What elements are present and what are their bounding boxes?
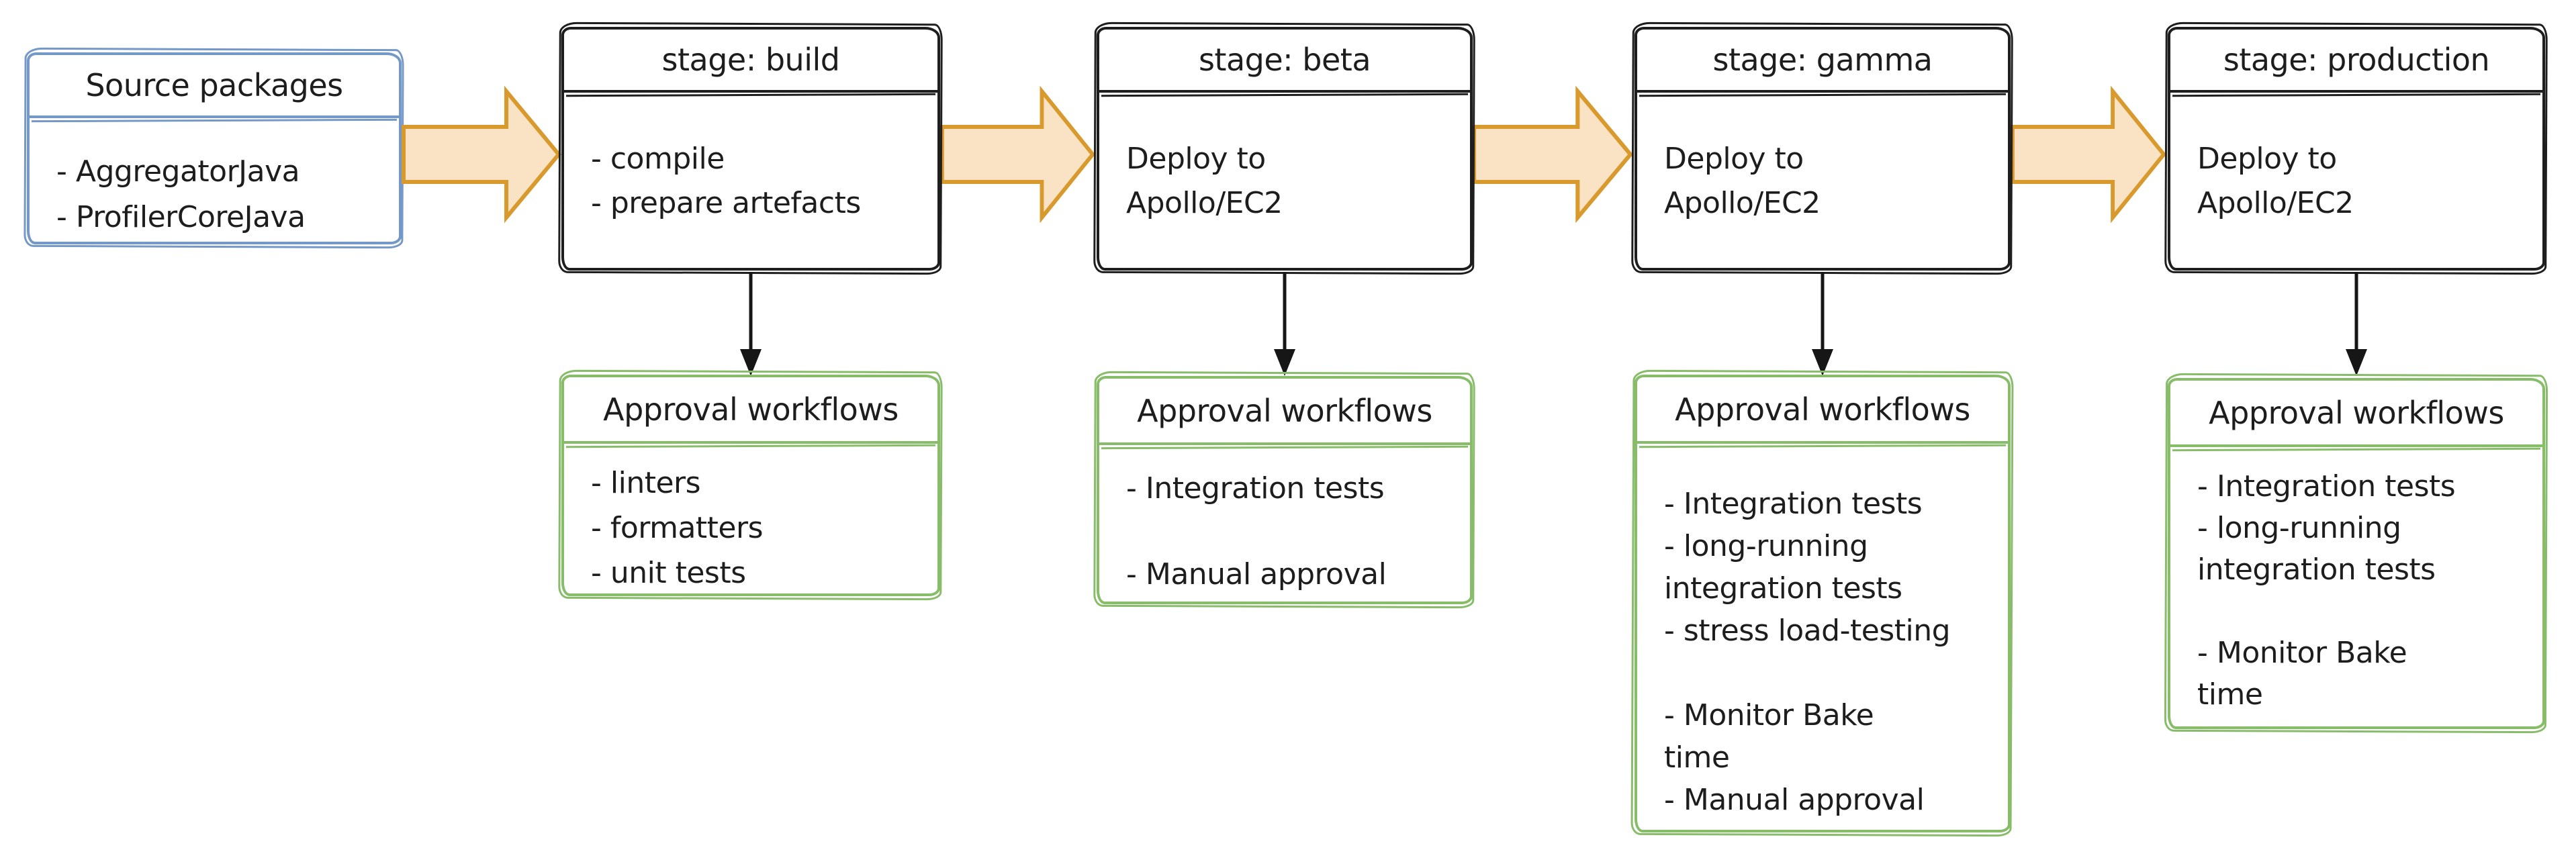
stage-build-item: - compile [591,142,725,176]
approval-item: - Manual approval [1664,783,1925,817]
source-packages-list: - AggregatorJava - ProfilerCoreJava [30,118,399,240]
approval-workflows-gamma-title: Approval workflows [1637,377,2008,444]
approval-item: time [1664,740,1730,775]
stage-gamma-item: Apollo/EC2 [1664,186,1821,220]
approval-item: - formatters [591,511,764,545]
approval-workflows-gamma-list: - Integration tests - long-running integ… [1637,444,2008,821]
stage-beta-title: stage: beta [1099,30,1470,93]
stage-build-title: stage: build [564,30,937,93]
stage-production-title: stage: production [2170,30,2542,93]
stage-beta-box: stage: beta Deploy to Apollo/EC2 [1097,27,1473,271]
connector-arrow-icon [2346,272,2367,376]
approval-item: - Monitor Bake [2197,636,2407,670]
approval-item: - long-running [1664,529,1868,563]
approval-item: integration tests [1664,571,1902,606]
flow-arrow-icon [402,85,561,224]
approval-item [1664,652,2001,694]
approval-item: - unit tests [591,556,746,590]
source-packages-title: Source packages [30,55,399,118]
connector-arrow-icon [1274,272,1295,376]
stage-beta-item: Apollo/EC2 [1126,186,1283,220]
stage-beta-item: Deploy to [1126,142,1266,176]
stage-gamma-title: stage: gamma [1637,30,2008,93]
approval-workflows-build-list: - linters - formatters - unit tests [564,444,937,595]
approval-workflows-build-title: Approval workflows [564,377,937,444]
approval-workflows-build-box: Approval workflows - linters - formatter… [561,375,940,596]
stage-gamma-box: stage: gamma Deploy to Apollo/EC2 [1635,27,2011,271]
approval-item: integration tests [2197,553,2436,587]
stage-production-box: stage: production Deploy to Apollo/EC2 [2168,27,2545,271]
approval-workflows-production-title: Approval workflows [2170,381,2542,447]
source-package-item: - AggregatorJava [56,154,300,189]
stage-gamma-item: Deploy to [1664,142,1804,176]
approval-item [2197,591,2536,632]
stage-beta-body: Deploy to Apollo/EC2 [1099,93,1470,226]
stage-build-box: stage: build - compile - prepare artefac… [561,27,940,271]
stage-production-item: Deploy to [2197,142,2337,176]
approval-item: - stress load-testing [1664,614,1951,648]
flow-arrow-icon [1472,85,1633,224]
approval-workflows-beta-list: - Integration tests - Manual approval [1099,445,1470,596]
approval-item: - long-running [2197,511,2401,545]
approval-item: time [2197,677,2263,712]
approval-workflows-beta-title: Approval workflows [1099,379,1470,445]
source-packages-box: Source packages - AggregatorJava - Profi… [27,52,402,244]
source-package-item: - ProfilerCoreJava [56,200,306,234]
stage-gamma-body: Deploy to Apollo/EC2 [1637,93,2008,226]
stage-production-item: Apollo/EC2 [2197,186,2354,220]
approval-item [1126,510,1463,553]
connector-arrow-icon [740,272,762,376]
stage-build-body: - compile - prepare artefacts [564,93,937,226]
approval-item: - Integration tests [1126,471,1385,506]
approval-workflows-gamma-box: Approval workflows - Integration tests -… [1635,375,2011,832]
stage-build-item: - prepare artefacts [591,186,861,220]
approval-workflows-beta-box: Approval workflows - Integration tests -… [1097,376,1473,604]
stage-production-body: Deploy to Apollo/EC2 [2170,93,2542,226]
flow-arrow-icon [2011,85,2166,224]
approval-item: - Integration tests [2197,469,2456,504]
approval-item: - Integration tests [1664,487,1923,521]
approval-workflows-production-box: Approval workflows - Integration tests -… [2168,378,2545,729]
flow-arrow-icon [940,85,1095,224]
approval-item: - linters [591,466,701,500]
approval-item: - Monitor Bake [1664,698,1874,732]
approval-workflows-production-list: - Integration tests - long-running integ… [2170,447,2542,716]
approval-item: - Manual approval [1126,557,1387,591]
connector-arrow-icon [1812,272,1833,376]
